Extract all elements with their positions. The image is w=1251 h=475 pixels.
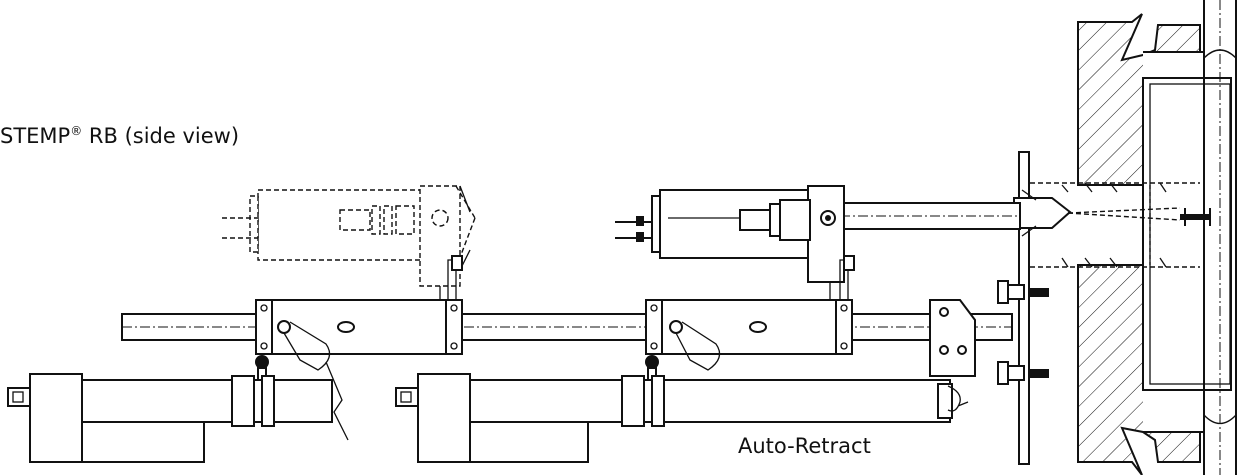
mounting-flange	[997, 151, 1049, 465]
carriage-left	[255, 299, 463, 383]
camera-retracted	[222, 185, 476, 301]
diagram-title: STEMP® RB (side view)	[0, 124, 239, 148]
lance-tube	[839, 202, 1021, 230]
title-rest: RB (side view)	[82, 124, 240, 148]
carriage-right	[645, 299, 853, 383]
auto-retract-label: Auto-Retract	[738, 434, 871, 458]
actuator-left	[7, 361, 349, 463]
title-main: STEMP	[0, 124, 71, 148]
furnace-wall	[1030, 0, 1237, 475]
registered-mark: ®	[70, 124, 83, 138]
probe-nozzle	[1013, 189, 1211, 237]
camera-extended	[615, 185, 855, 301]
rail-end-bracket	[929, 299, 976, 377]
actuator-auto-retract	[395, 373, 969, 463]
